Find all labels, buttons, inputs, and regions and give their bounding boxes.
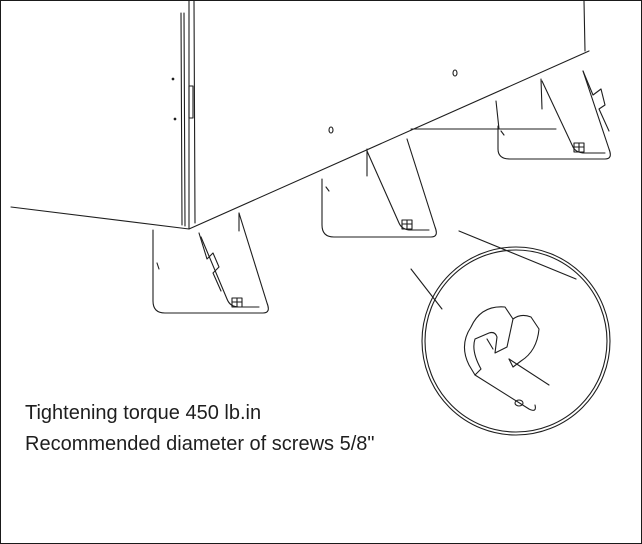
cabinet — [10, 1, 590, 230]
torque-instruction: Tightening torque 450 lb.in — [25, 402, 262, 424]
wrench-icon — [463, 306, 550, 411]
bolt-icon — [231, 297, 243, 308]
bolt-icon — [401, 219, 413, 230]
detail-callout — [410, 230, 611, 436]
bolt-icon — [573, 142, 585, 153]
mounting-foot-left — [152, 212, 269, 314]
screw-diameter-instruction: Recommended diameter of screws 5/8" — [25, 433, 375, 455]
mounting-foot-middle — [321, 138, 437, 238]
